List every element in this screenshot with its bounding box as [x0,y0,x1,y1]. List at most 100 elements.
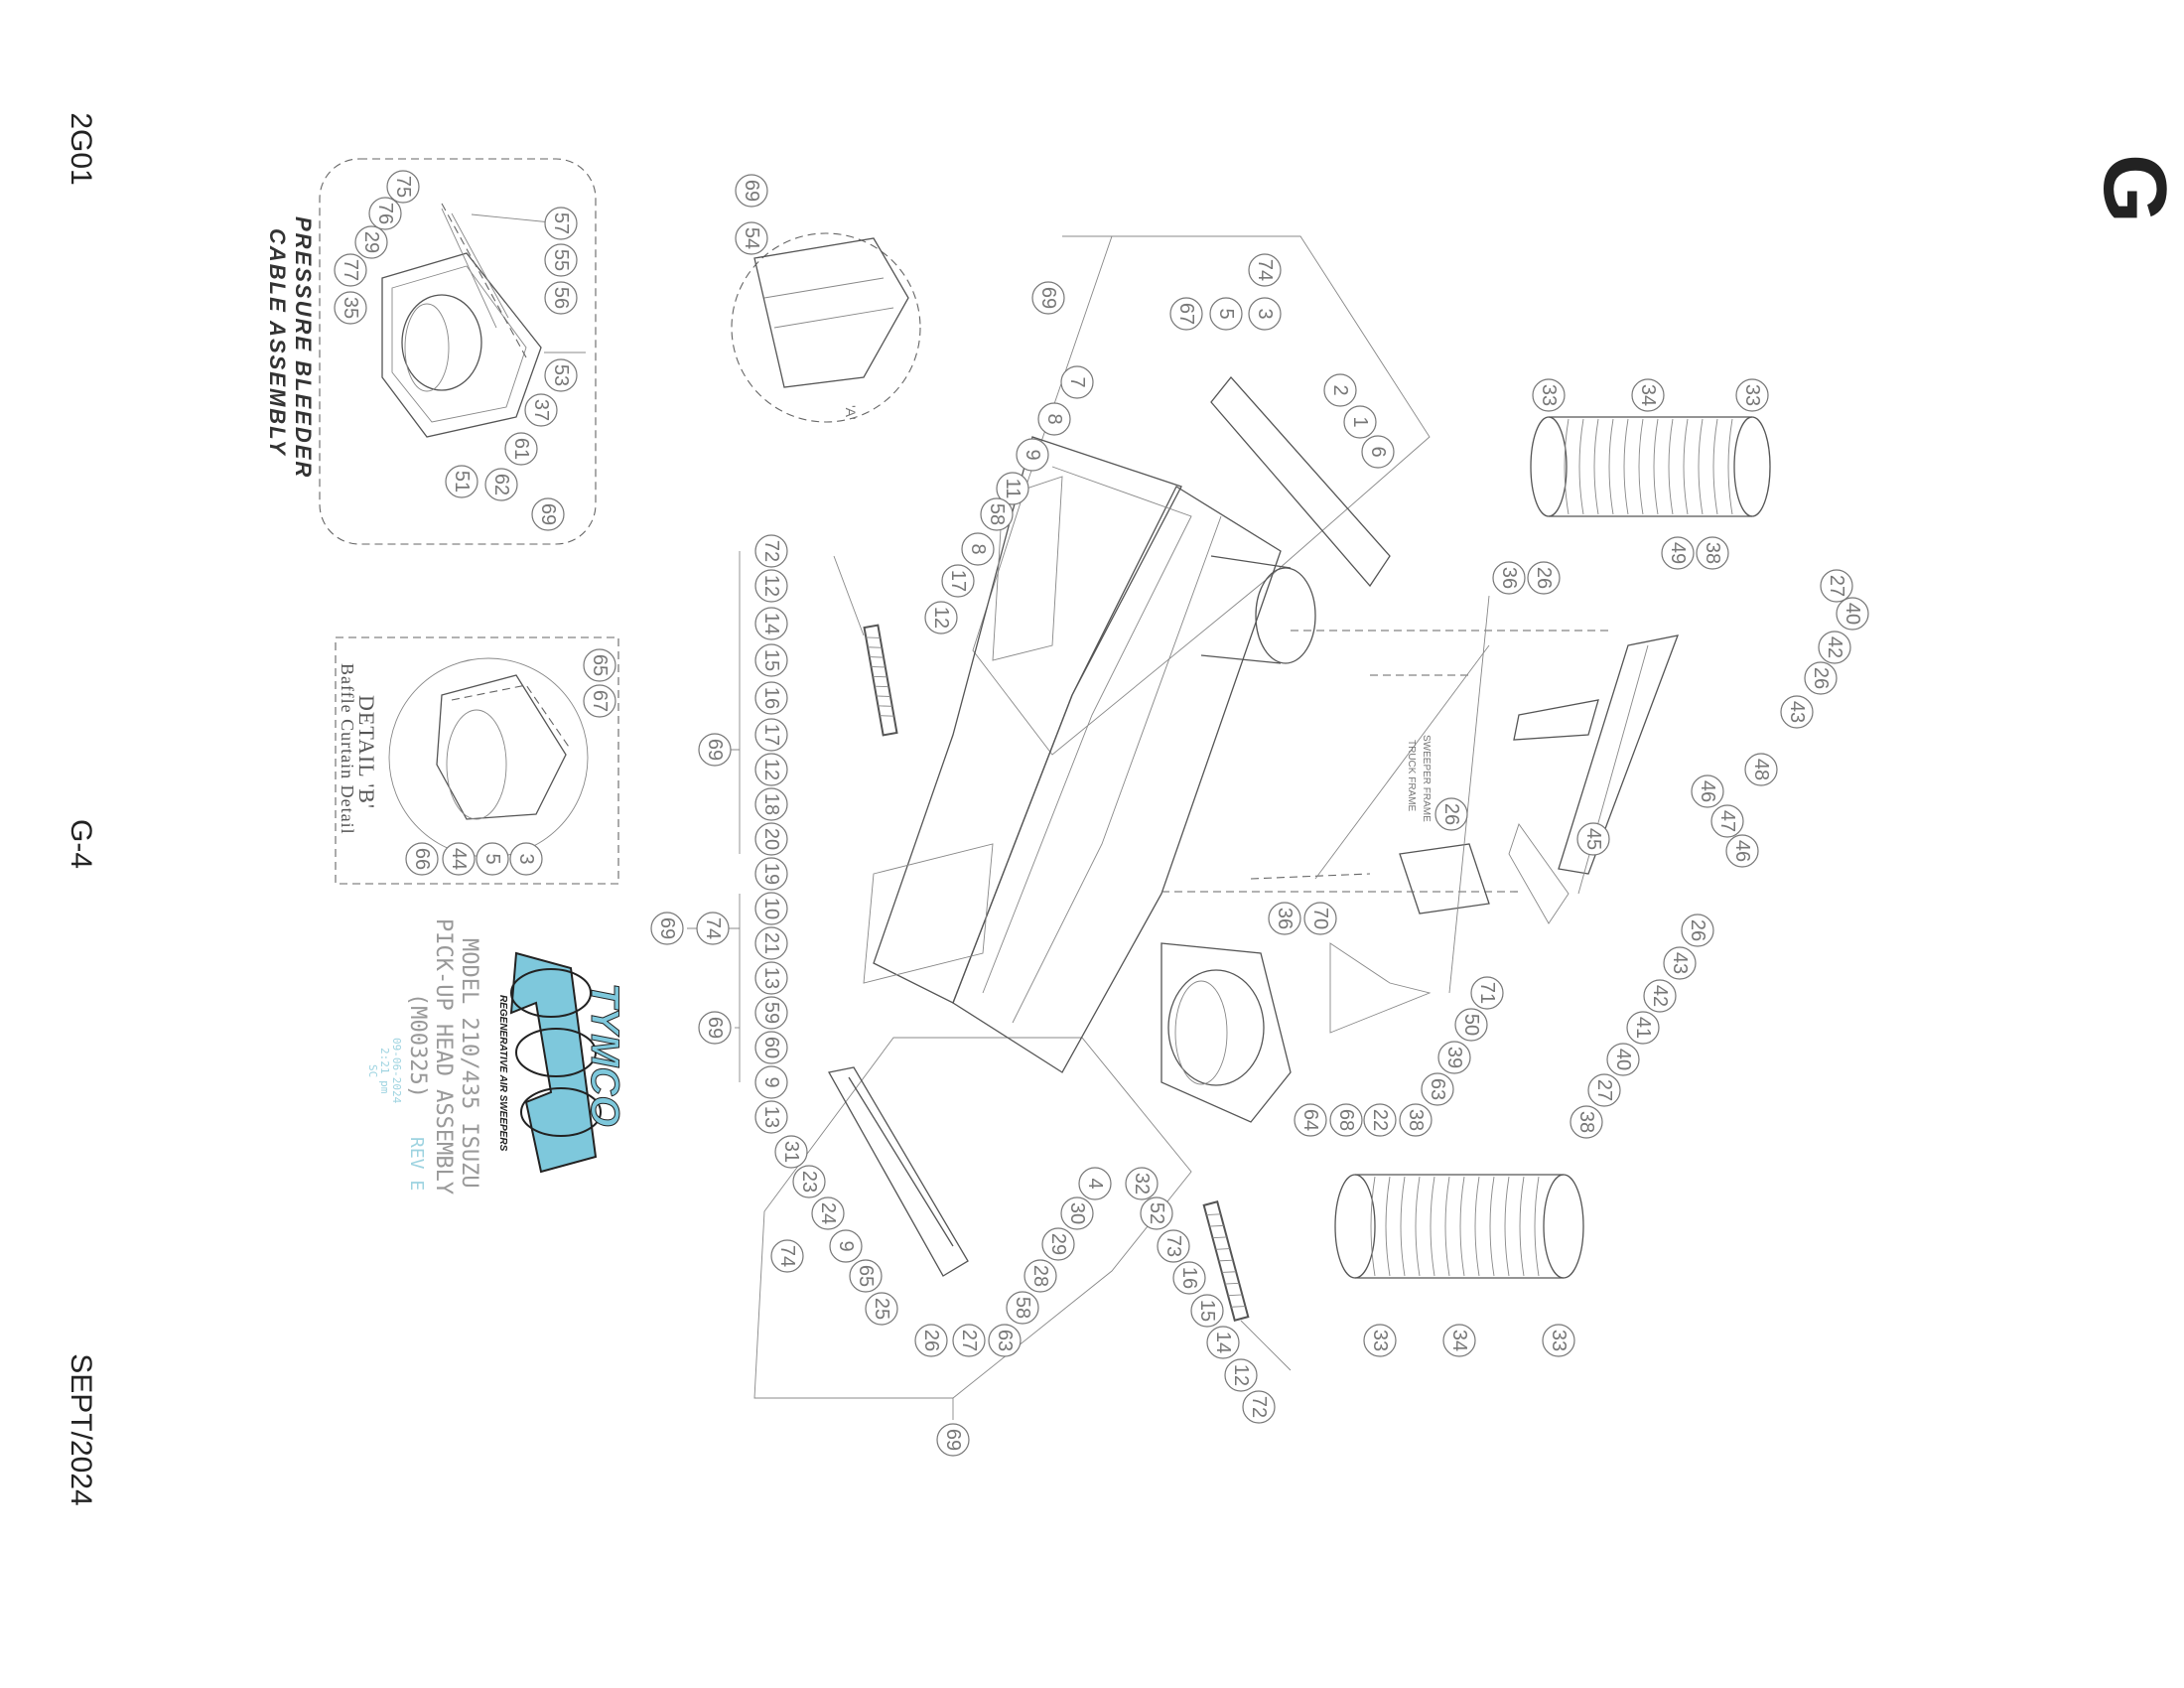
callout: 23 [792,1165,826,1198]
callout: 72 [1242,1390,1276,1424]
callout: 52 [1140,1196,1173,1230]
svg-text:50: 50 [1460,1014,1482,1036]
callout: 45 [1576,822,1610,856]
svg-text:22: 22 [1369,1109,1391,1131]
callout: 34 [1442,1324,1476,1357]
svg-text:19: 19 [760,863,782,885]
callout: 33 [1363,1324,1397,1357]
callout: 26 [1527,561,1561,595]
callout: 74 [696,912,730,945]
sweeper-frame-label: SWEEPER FRAME [1421,735,1432,822]
callout: 62 [484,468,518,501]
page-number: G-4 [65,819,97,869]
callout: 42 [1818,631,1851,664]
callout: 56 [544,281,578,315]
svg-text:34: 34 [1637,384,1659,406]
svg-text:37: 37 [530,399,552,421]
svg-text:5: 5 [1215,308,1237,319]
callout: 12 [924,601,958,634]
pressure-bleeder-title-1: PRESSURE BLEEDER [291,216,316,479]
svg-text:12: 12 [760,759,782,780]
callout: 1 [1343,405,1377,439]
svg-text:42: 42 [1649,985,1671,1007]
hose-lower [1334,1174,1584,1279]
callout: 27 [952,1324,986,1357]
callout: 41 [1626,1011,1660,1045]
callout: 53 [544,358,578,392]
svg-text:30: 30 [1066,1202,1088,1224]
callout: 46 [1691,774,1724,808]
svg-text:48: 48 [1750,759,1772,780]
svg-text:16: 16 [1178,1267,1200,1289]
svg-text:56: 56 [550,287,572,309]
callout: 72 [754,534,788,568]
svg-text:26: 26 [1687,919,1708,941]
callout: 5 [1209,297,1243,331]
svg-text:16: 16 [760,687,782,709]
svg-text:29: 29 [360,231,382,253]
callout: 58 [980,497,1014,531]
svg-text:6: 6 [1367,446,1389,457]
svg-text:32: 32 [1131,1173,1153,1195]
callout: 44 [442,842,476,876]
callout: 27 [1820,569,1853,603]
svg-text:27: 27 [1593,1079,1615,1101]
svg-text:28: 28 [1029,1265,1051,1287]
svg-text:11: 11 [1002,479,1024,499]
callout: 26 [1804,661,1838,695]
svg-text:72: 72 [1248,1396,1270,1418]
svg-text:42: 42 [1824,636,1845,658]
callout: 69 [735,174,768,208]
callout: 76 [368,197,402,230]
svg-text:60: 60 [760,1037,782,1058]
svg-text:29: 29 [1047,1233,1069,1255]
callout: 69 [531,497,565,531]
title-line-3: (M00325) [405,993,430,1098]
callout: 54 [735,221,768,255]
svg-text:70: 70 [1309,908,1331,929]
svg-text:67: 67 [1175,303,1197,325]
svg-text:26: 26 [1440,803,1462,825]
callout: 5 [476,842,509,876]
callout: 67 [583,684,616,718]
svg-text:40: 40 [1612,1049,1634,1070]
callout: 33 [1735,378,1769,412]
callout: 69 [1031,281,1065,315]
title-line-1: MODEL 210/435 ISUZU [457,938,481,1189]
revision-label: REV E [406,1137,427,1191]
callout: 35 [334,291,367,325]
pressure-bleeder-inset [319,158,597,545]
callout: 7 [1060,365,1094,399]
svg-text:4: 4 [1084,1178,1106,1189]
svg-text:43: 43 [1669,952,1691,974]
svg-text:52: 52 [1146,1202,1167,1224]
svg-text:65: 65 [589,654,611,676]
brand-tagline: REGENERATIVE AIR SWEEPERS [497,995,508,1152]
svg-text:12: 12 [930,607,952,629]
callout: 31 [774,1135,808,1169]
callout: 25 [865,1292,898,1326]
callout: 16 [754,681,788,715]
svg-text:5: 5 [481,853,503,864]
svg-text:8: 8 [1043,413,1065,424]
svg-text:33: 33 [1741,384,1763,406]
callout: 46 [1725,834,1759,868]
callout: 71 [1470,976,1504,1010]
callout: 26 [1434,797,1468,831]
svg-text:75: 75 [392,176,414,198]
callout: 40 [1606,1043,1640,1076]
svg-text:3: 3 [515,853,537,864]
detail-b-title: DETAIL 'B' [354,695,379,809]
svg-text:76: 76 [374,203,396,224]
svg-text:9: 9 [760,1076,782,1087]
callout: 63 [988,1324,1022,1357]
svg-text:38: 38 [1405,1109,1427,1131]
svg-text:33: 33 [1369,1330,1391,1351]
detail-a-inset [731,232,921,423]
callout: 12 [1224,1358,1258,1392]
svg-text:24: 24 [817,1202,839,1224]
callout: 38 [1570,1105,1603,1139]
stamp-date: 09-06-2024 [390,1038,403,1104]
svg-text:7: 7 [1066,376,1088,387]
truck-frame-label: TRUCK FRAME [1406,740,1417,812]
